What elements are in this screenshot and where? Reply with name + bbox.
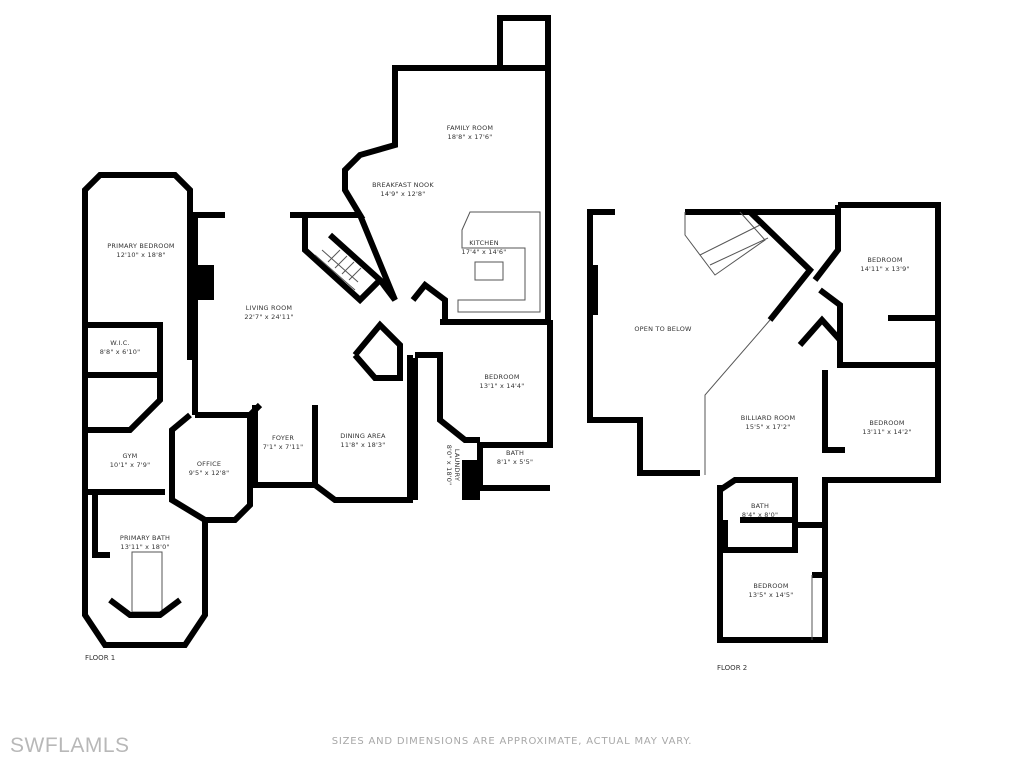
room-label: PRIMARY BATH — [120, 534, 170, 542]
room-label: BATH — [751, 502, 769, 510]
floor2-labels: OPEN TO BELOW BEDROOM 14'11" x 13'9" BIL… — [634, 256, 911, 672]
disclaimer: SIZES AND DIMENSIONS ARE APPROXIMATE, AC… — [331, 736, 693, 747]
room-dims: 14'11" x 13'9" — [860, 265, 909, 273]
room-label: BEDROOM — [753, 582, 788, 590]
room-label: BEDROOM — [867, 256, 902, 264]
floor1-walls — [82, 15, 553, 648]
room-label: FOYER — [272, 434, 294, 442]
room-label: BEDROOM — [869, 419, 904, 427]
room-dims: 13'5" x 14'5" — [749, 591, 794, 599]
room-label: W.I.C. — [110, 339, 130, 347]
room-label: OFFICE — [197, 460, 221, 468]
room-dims: 13'11" x 18'0" — [120, 543, 169, 551]
room-dims: 9'5" x 12'8" — [189, 469, 230, 477]
room-dims: 8'0" x 18'0" — [445, 445, 453, 486]
room-dims: 22'7" x 24'11" — [244, 313, 293, 321]
floor-label: FLOOR 2 — [717, 664, 747, 672]
room-label: OPEN TO BELOW — [634, 325, 692, 333]
room-label: FAMILY ROOM — [447, 124, 493, 132]
room-dims: 14'9" x 12'8" — [381, 190, 426, 198]
room-label: GYM — [123, 452, 138, 460]
floor-label: FLOOR 1 — [85, 654, 115, 662]
room-label: KITCHEN — [469, 239, 499, 247]
room-dims: 18'8" x 17'6" — [448, 133, 493, 141]
room-dims: 8'4" x 8'0" — [742, 511, 778, 519]
room-label: BILLIARD ROOM — [741, 414, 796, 422]
stairs-icon — [314, 249, 362, 291]
room-label: BATH — [506, 449, 524, 457]
floor2-walls — [587, 202, 941, 643]
room-label: LAUNDRY — [453, 449, 461, 481]
fireplace-icon — [196, 265, 214, 300]
room-dims: 11'8" x 18'3" — [341, 441, 386, 449]
room-label: LIVING ROOM — [246, 304, 292, 312]
room-dims: 13'1" x 14'4" — [480, 382, 525, 390]
room-dims: 12'10" x 18'8" — [116, 251, 165, 259]
room-dims: 8'8" x 6'10" — [100, 348, 141, 356]
room-label: DINING AREA — [340, 432, 386, 440]
room-dims: 13'11" x 14'2" — [862, 428, 911, 436]
room-dims: 7'1" x 7'11" — [263, 443, 304, 451]
room-label: PRIMARY BEDROOM — [107, 242, 174, 250]
room-label: BEDROOM — [484, 373, 519, 381]
room-dims: 15'5" x 17'2" — [746, 423, 791, 431]
room-label: BREAKFAST NOOK — [372, 181, 434, 189]
stairs-icon — [684, 211, 769, 276]
room-dims: 10'1" x 7'9" — [110, 461, 151, 469]
logo: SWFLAMLS — [10, 734, 130, 757]
room-dims: 17'4" x 14'6" — [462, 248, 507, 256]
room-dims: 8'1" x 5'5" — [497, 458, 533, 466]
floor1-labels: FAMILY ROOM 18'8" x 17'6" BREAKFAST NOOK… — [85, 124, 533, 662]
